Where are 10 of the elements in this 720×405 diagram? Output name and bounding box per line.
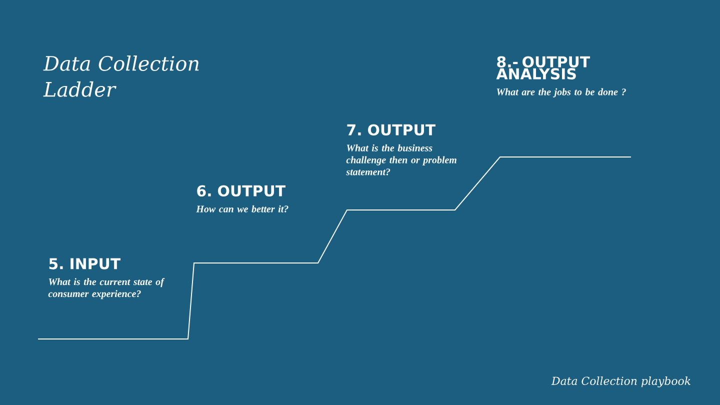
footer-note: Data Collection playbook	[551, 376, 690, 388]
step-heading: 7. OUTPUT	[347, 124, 436, 136]
step-question: What is the business challenge then or problem statement?	[346, 144, 456, 176]
step-heading: 8.- OUTPUT ANALYSIS	[496, 56, 590, 80]
step-question: What are the jobs to be done ?	[496, 88, 626, 98]
title: Data Collection Ladder	[43, 56, 199, 97]
step-question: How can we better it?	[196, 205, 288, 212]
step-heading: 6. OUTPUT	[197, 185, 286, 197]
step-heading: 5. INPUT	[49, 258, 121, 270]
step-question: What is the current state of consumer experience?	[48, 278, 165, 300]
